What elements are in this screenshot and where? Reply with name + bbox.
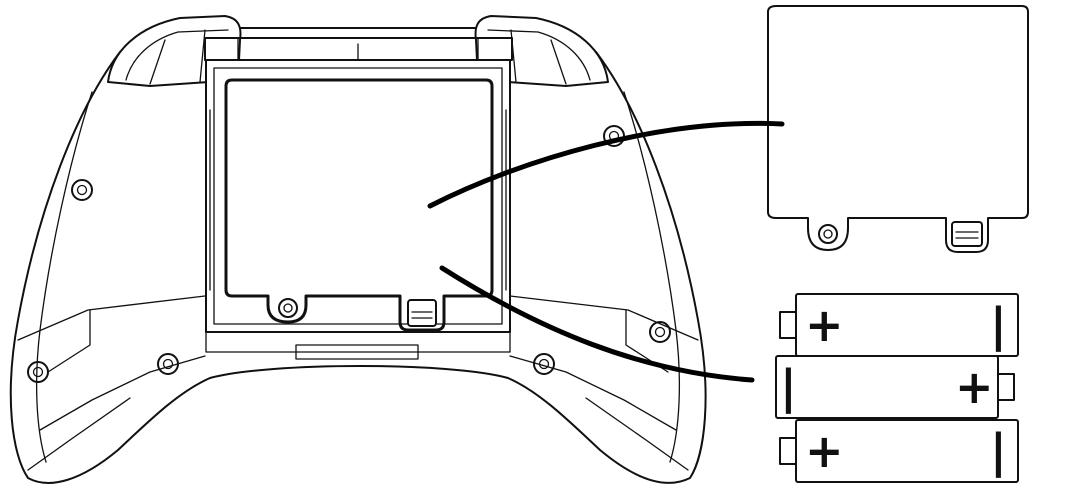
battery-cover-outline bbox=[767, 5, 1029, 253]
battery-1-positive-symbol: + bbox=[805, 298, 844, 352]
left-grip-contour bbox=[36, 91, 93, 463]
battery-cover bbox=[767, 5, 1029, 253]
battery-3-terminal bbox=[779, 437, 797, 465]
cover-latch bbox=[951, 221, 983, 247]
battery-compartment-frame bbox=[205, 59, 511, 333]
battery-2-positive-symbol: + bbox=[955, 360, 994, 414]
compartment-slot bbox=[295, 344, 419, 360]
battery-1-terminal bbox=[779, 311, 797, 339]
right-grip-panel bbox=[509, 295, 699, 431]
battery-1-negative-symbol: | bbox=[990, 298, 1007, 353]
battery-3-positive-symbol: + bbox=[805, 424, 844, 478]
battery-2: | + bbox=[775, 355, 1015, 419]
battery-2-terminal bbox=[997, 373, 1015, 401]
controller-back bbox=[9, 15, 707, 484]
compartment-recess bbox=[224, 78, 494, 332]
recess-latch bbox=[407, 299, 437, 327]
leader-line-cover bbox=[427, 120, 785, 209]
recess-screw bbox=[278, 298, 298, 318]
battery-3: + | bbox=[779, 419, 1019, 483]
battery-2-negative-symbol: | bbox=[780, 360, 797, 415]
right-grip-contour bbox=[623, 91, 680, 463]
leader-line-batteries bbox=[439, 265, 755, 383]
battery-3-negative-symbol: | bbox=[990, 424, 1007, 479]
cover-screw bbox=[818, 224, 838, 244]
left-grip-lower bbox=[27, 309, 131, 471]
battery-1: + | bbox=[779, 293, 1019, 357]
top-edge-strip bbox=[204, 37, 513, 61]
body-screws bbox=[27, 125, 671, 383]
